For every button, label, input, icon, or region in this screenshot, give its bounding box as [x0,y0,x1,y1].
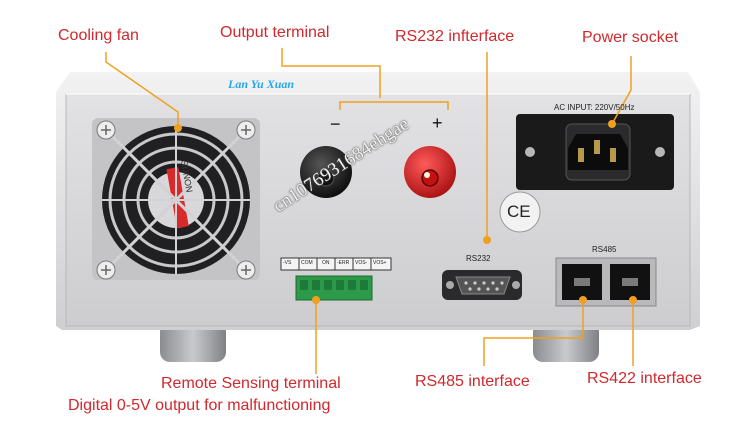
rj45-port-icon [555,257,657,307]
negative-output-terminal [300,146,352,198]
callout-leader-dots [174,120,637,304]
ce-mark-label: CE [507,202,531,221]
terminal-label: COM [301,260,313,266]
minus-sign-label: − [330,114,341,134]
remote-sensing-terminal-block [280,257,392,301]
brand-watermark: Lan Yu Xuan [228,77,295,91]
plus-sign-label: + [432,113,443,133]
ce-mark-icon [499,191,541,233]
positive-output-terminal [404,146,456,198]
terminal-label: -VS [283,260,292,266]
iec-power-inlet-icon [516,114,674,190]
rs485-label: RS485 [592,245,617,254]
callout-digital-output: Digital 0-5V output for malfunctioning [68,397,331,414]
terminal-label: -ERR [337,260,350,266]
callout-power-socket: Power socket [582,29,679,46]
fan-grille-icon [92,118,260,280]
terminal-label: VOS+ [373,260,387,266]
callout-output-terminal: Output terminal [220,24,330,41]
callout-rs485-interface: RS485 interface [415,373,530,390]
rs232-label: RS232 [466,254,491,263]
ac-input-label: AC INPUT: 220V/50Hz [554,103,635,112]
callout-rs232-interface: RS232 infterface [395,28,515,45]
callout-leader-lines [105,48,634,374]
callout-remote-sensing: Remote Sensing terminal [161,375,341,392]
callout-cooling-fan: Cooling fan [58,27,139,44]
terminal-label: VOS- [355,260,368,266]
db9-connector-icon [442,270,522,300]
callout-rs422-interface: RS422 interface [587,370,702,387]
terminal-label: ON [322,260,330,266]
